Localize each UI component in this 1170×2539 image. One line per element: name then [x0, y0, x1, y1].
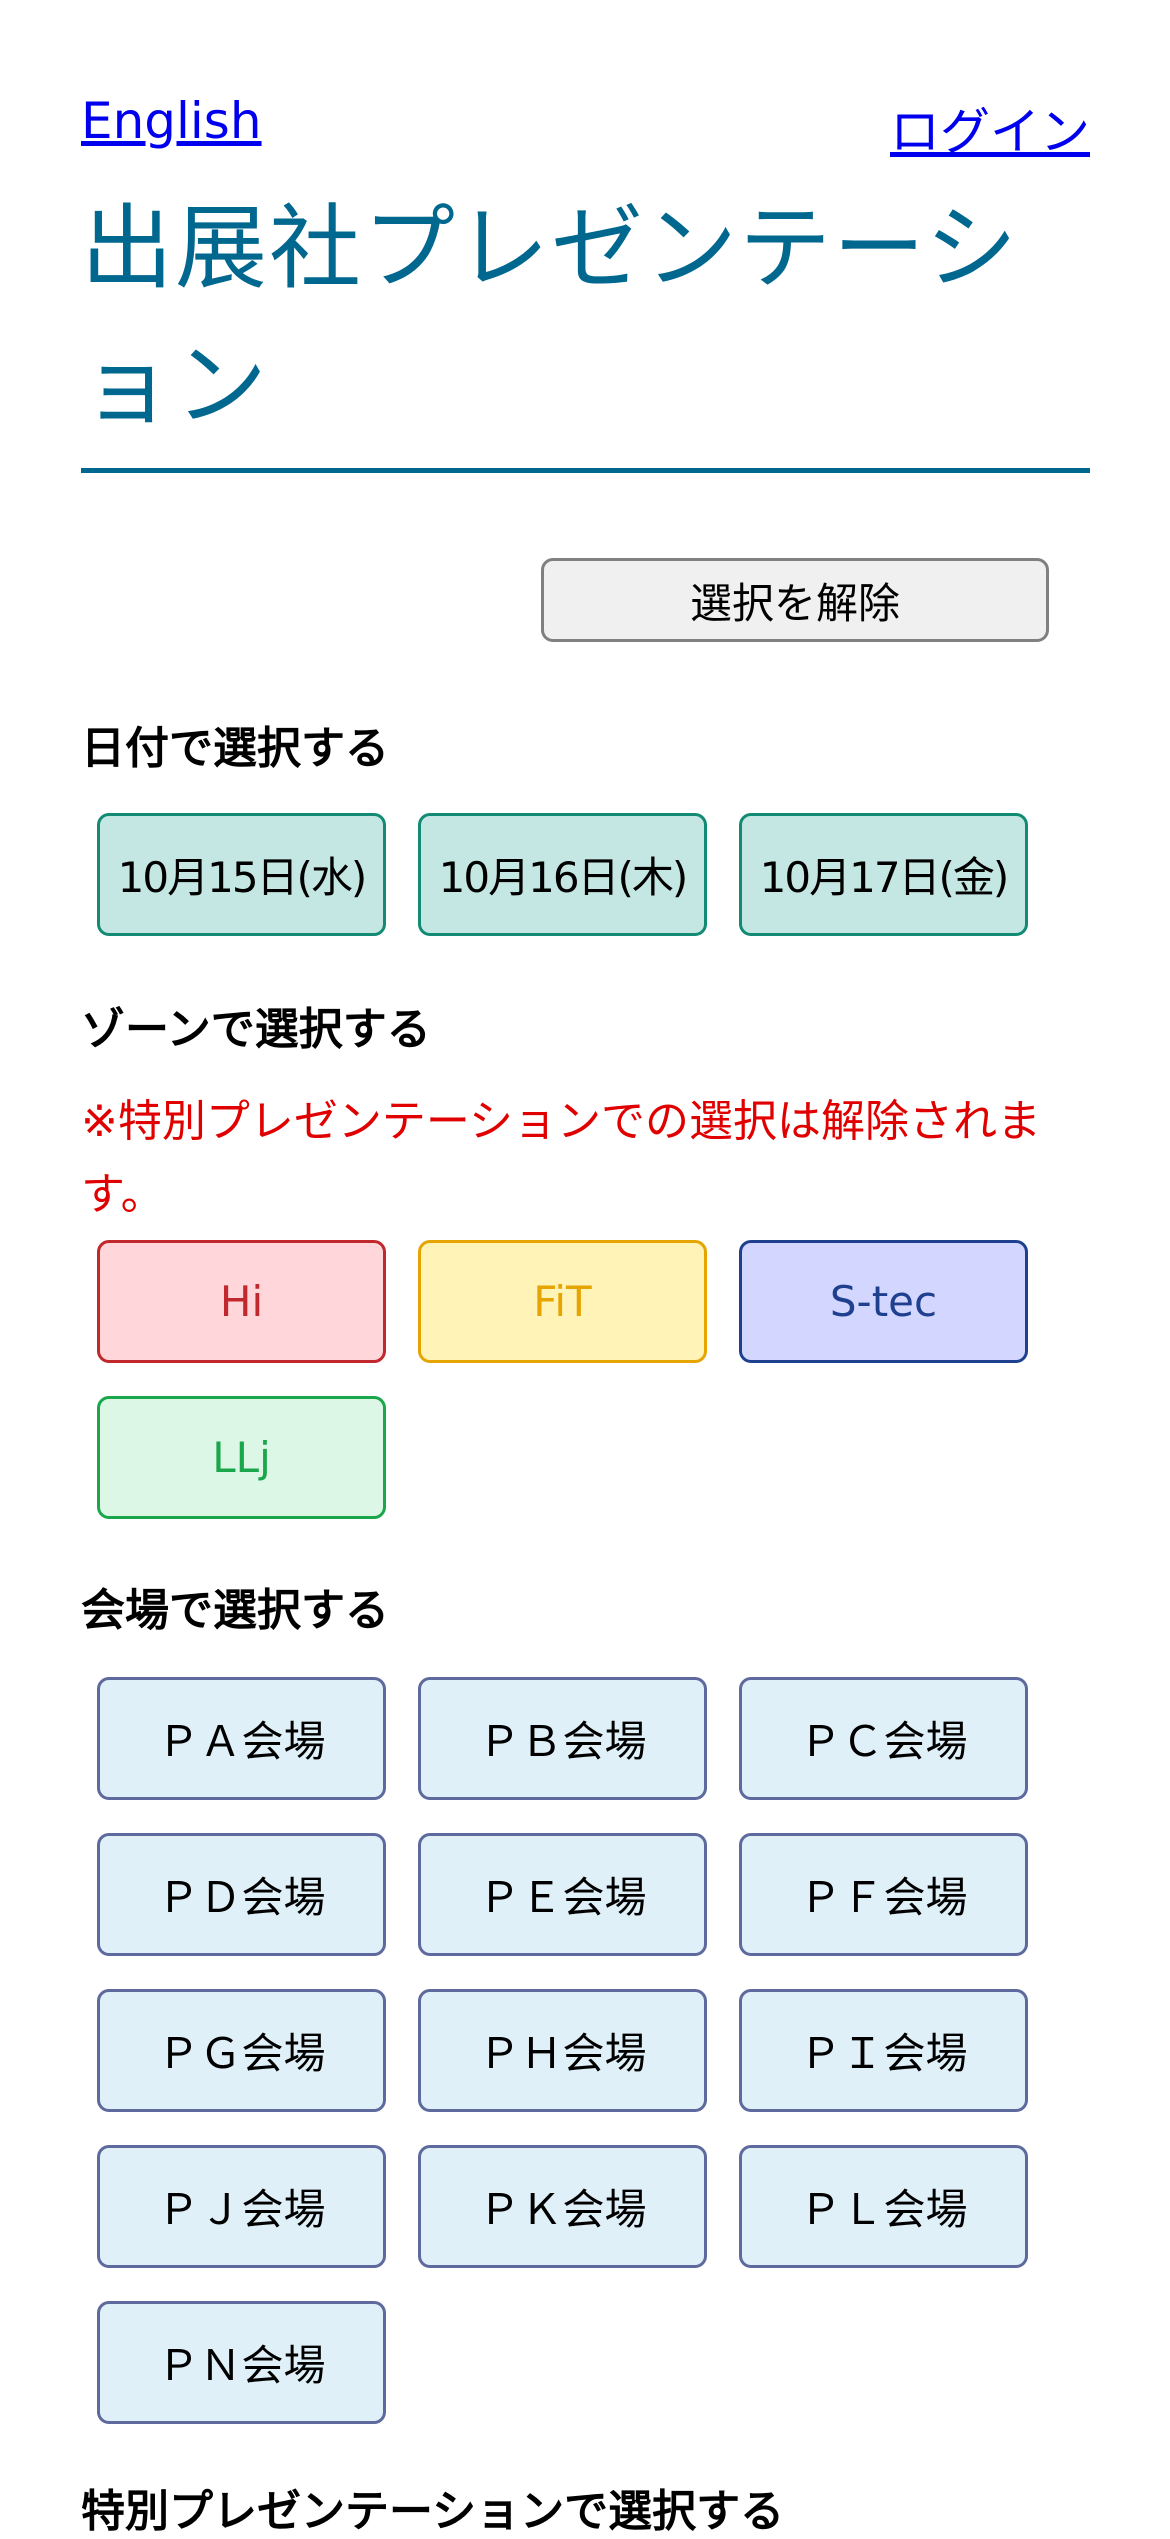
date-button[interactable]: 10月16日(木)	[418, 813, 707, 936]
venue-button[interactable]: ＰＨ会場	[418, 1989, 707, 2112]
clear-selection-button[interactable]: 選択を解除	[541, 558, 1049, 642]
venue-button[interactable]: ＰＦ会場	[739, 1833, 1028, 1956]
venue-button[interactable]: ＰＧ会場	[97, 1989, 386, 2112]
venue-button[interactable]: ＰＡ会場	[97, 1677, 386, 1800]
login-link[interactable]: ログイン	[890, 103, 1090, 161]
zone-button-fit[interactable]: FiT	[418, 1240, 707, 1363]
venue-button[interactable]: ＰＥ会場	[418, 1833, 707, 1956]
zone-section-heading: ゾーンで選択する	[81, 1004, 431, 1055]
venue-buttons: ＰＡ会場 ＰＢ会場 ＰＣ会場 ＰＤ会場 ＰＥ会場 ＰＦ会場 ＰＧ会場 ＰＨ会場 ＰＩ会場 ＰＪ会場…	[97, 1677, 1097, 2424]
date-button[interactable]: 10月17日(金)	[739, 813, 1028, 936]
special-section-heading: 特別プレゼンテーションで選択する	[81, 2486, 785, 2537]
date-button[interactable]: 10月15日(水)	[97, 813, 386, 936]
page-title: 出展社プレゼンテーション	[81, 180, 1090, 473]
venue-button[interactable]: ＰＤ会場	[97, 1833, 386, 1956]
venue-button[interactable]: ＰＢ会場	[418, 1677, 707, 1800]
zone-button-s-tec[interactable]: S-tec	[739, 1240, 1028, 1363]
zone-button-llj[interactable]: LLj	[97, 1396, 386, 1519]
venue-section-heading: 会場で選択する	[81, 1585, 389, 1636]
date-buttons: 10月15日(水) 10月16日(木) 10月17日(金)	[97, 813, 1097, 936]
venue-button[interactable]: ＰＣ会場	[739, 1677, 1028, 1800]
venue-button[interactable]: ＰＩ会場	[739, 1989, 1028, 2112]
venue-button[interactable]: ＰＮ会場	[97, 2301, 386, 2424]
english-link[interactable]: English	[81, 92, 262, 150]
zone-button-hi[interactable]: Hi	[97, 1240, 386, 1363]
zone-note: ※特別プレゼンテーションでの選択は解除されます。	[81, 1096, 1041, 1220]
venue-button[interactable]: ＰＪ会場	[97, 2145, 386, 2268]
venue-button[interactable]: ＰＬ会場	[739, 2145, 1028, 2268]
venue-button[interactable]: ＰＫ会場	[418, 2145, 707, 2268]
date-section-heading: 日付で選択する	[81, 723, 389, 774]
